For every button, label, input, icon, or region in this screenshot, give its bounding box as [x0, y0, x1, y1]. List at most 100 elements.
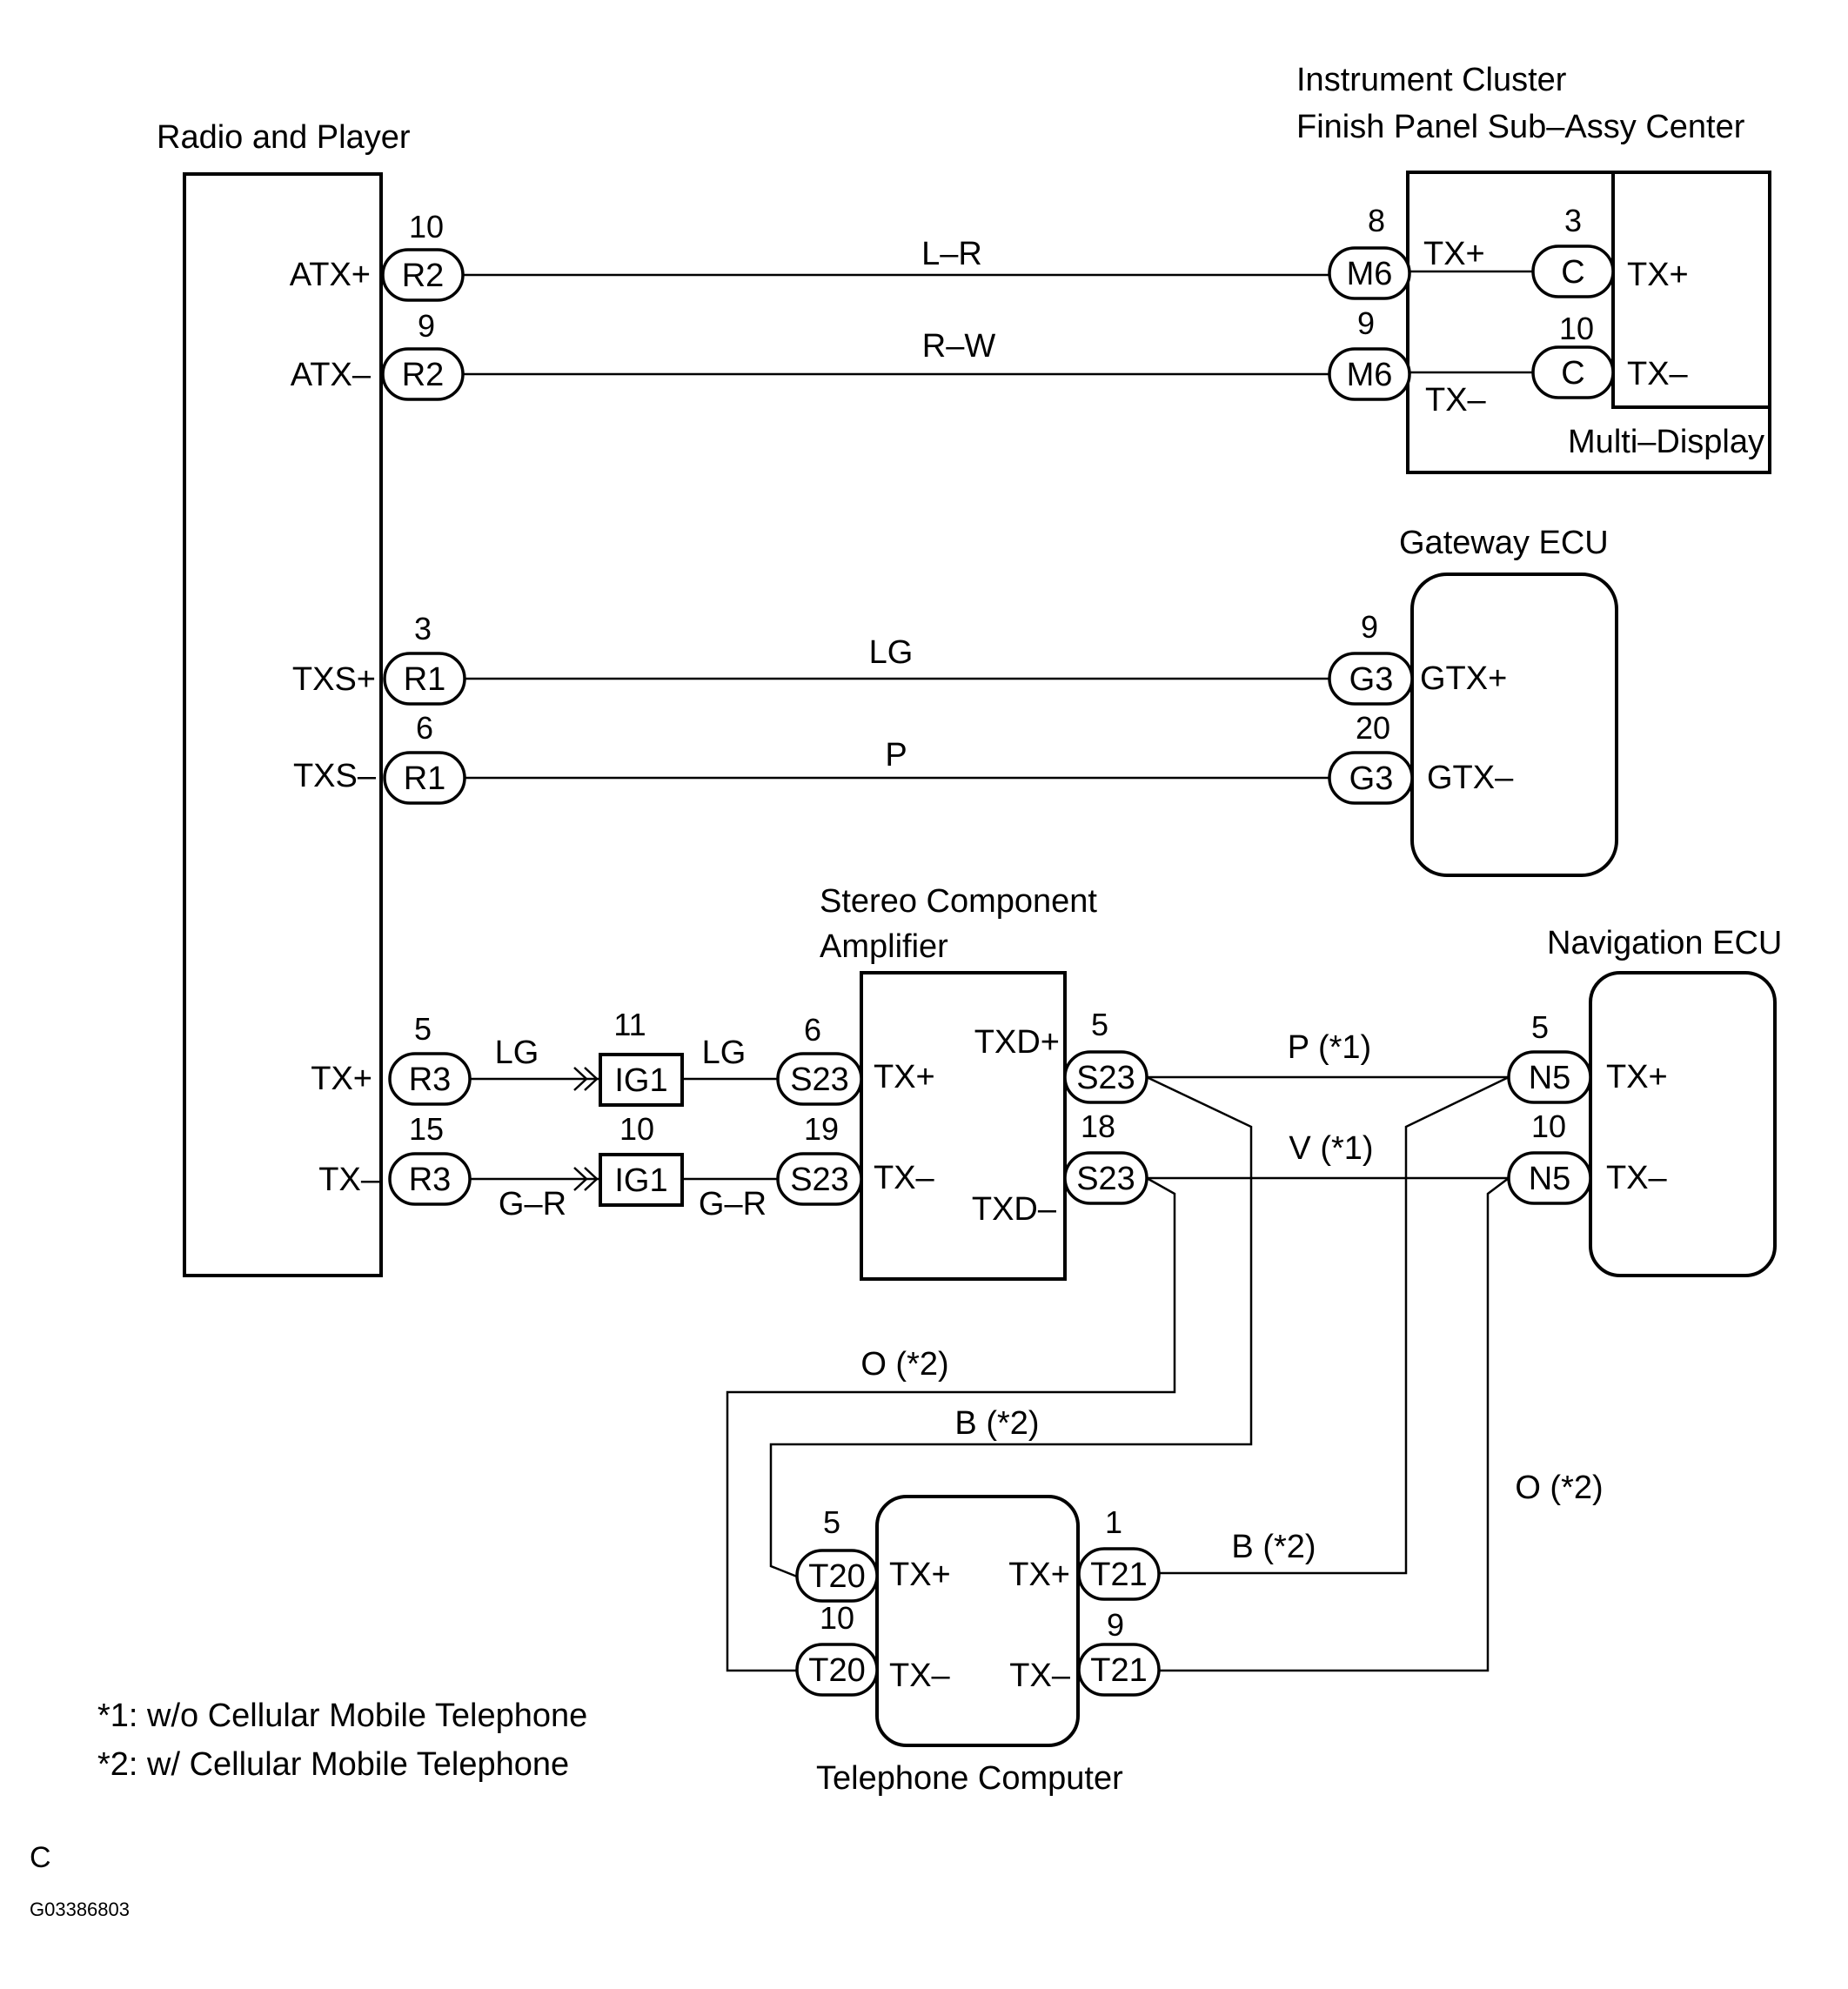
terminal-radio-tx-minus: TX–: [318, 1162, 380, 1198]
svg-text:T20: T20: [808, 1652, 865, 1689]
wire-label-tel-b-right: B (*2): [1231, 1529, 1316, 1565]
svg-text:R2: R2: [402, 357, 445, 393]
svg-text:S23: S23: [1076, 1161, 1135, 1197]
junction-arrow: [584, 1167, 599, 1191]
wire-label-atx-minus: R–W: [922, 328, 996, 365]
note-with-telephone: *2: w/ Cellular Mobile Telephone: [97, 1746, 569, 1783]
stereo-amplifier-box: [860, 971, 1067, 1281]
wire-tel-o-left: [726, 1176, 1176, 1672]
svg-text:M6: M6: [1347, 357, 1393, 393]
terminal-radio-tx-plus: TX+: [311, 1061, 372, 1097]
terminal-amp-tx-minus: TX–: [874, 1160, 935, 1196]
pin-number: 20: [1356, 710, 1390, 746]
terminal-tel-right-tx-minus: TX–: [1009, 1658, 1071, 1694]
svg-text:N5: N5: [1529, 1060, 1571, 1096]
connector-ig1-b: IG1 10: [599, 1111, 684, 1207]
svg-text:R3: R3: [409, 1061, 452, 1098]
connector-s23-la: S23 6: [776, 1012, 863, 1106]
svg-text:S23: S23: [790, 1061, 849, 1098]
figure-code: G03386803: [30, 1899, 130, 1920]
terminal-cluster-tx-minus: TX–: [1425, 382, 1487, 419]
wire-label-nav-minus: V (*1): [1289, 1130, 1373, 1167]
wire-label-tel-o-left: O (*2): [860, 1346, 948, 1383]
terminal-amp-tx-plus: TX+: [874, 1059, 935, 1095]
connector-t20-a: T20 5: [795, 1504, 879, 1603]
svg-text:T21: T21: [1090, 1652, 1147, 1689]
pin-number: 3: [1564, 203, 1582, 238]
svg-text:R3: R3: [409, 1162, 452, 1198]
terminal-nav-tx-minus: TX–: [1606, 1160, 1668, 1196]
svg-text:S23: S23: [790, 1162, 849, 1198]
terminal-txs-plus: TXS+: [292, 661, 376, 698]
connector-t21-a: T21 1: [1077, 1504, 1161, 1601]
connector-s23-lb: S23 19: [776, 1111, 863, 1206]
wire-label-nav-plus: P (*1): [1288, 1029, 1371, 1066]
pin-number: 9: [1107, 1607, 1124, 1643]
wires: [463, 270, 1533, 1672]
pin-number: 9: [418, 308, 435, 344]
wire-label-tel-b-left: B (*2): [954, 1405, 1039, 1442]
pin-number: 9: [1361, 609, 1378, 645]
svg-text:C: C: [1561, 355, 1584, 392]
junction-arrow: [573, 1067, 588, 1091]
connector-m6-b: M6 9: [1328, 305, 1411, 401]
connector-t20-b: T20 10: [795, 1600, 879, 1697]
terminal-cluster-tx-plus: TX+: [1423, 236, 1485, 272]
junction-arrow: [584, 1067, 599, 1091]
svg-text:IG1: IG1: [614, 1162, 667, 1199]
terminal-txd-minus: TXD–: [972, 1191, 1057, 1228]
terminal-txd-plus: TXD+: [974, 1024, 1060, 1061]
terminal-atx-minus: ATX–: [291, 357, 372, 393]
svg-text:C: C: [1561, 254, 1584, 291]
terminal-md-tx-plus: TX+: [1627, 257, 1689, 293]
stereo-component-title: Stereo Component: [820, 883, 1097, 920]
amplifier-title: Amplifier: [820, 928, 948, 965]
svg-text:R1: R1: [404, 760, 446, 797]
pin-number: 6: [416, 710, 433, 746]
finish-panel-title: Finish Panel Sub–Assy Center: [1296, 109, 1745, 145]
radio-and-player-title: Radio and Player: [157, 119, 411, 156]
pin-number: 8: [1368, 203, 1385, 238]
pin-number: 5: [823, 1504, 840, 1540]
connector-r1-b: R1 6: [383, 710, 466, 805]
pin-number: 19: [804, 1111, 839, 1147]
svg-text:S23: S23: [1076, 1060, 1135, 1096]
pin-number: 10: [820, 1600, 854, 1636]
pin-number: 1: [1105, 1504, 1122, 1540]
instrument-cluster-title: Instrument Cluster: [1296, 62, 1567, 98]
terminal-gtx-plus: GTX+: [1420, 660, 1507, 697]
svg-text:R2: R2: [402, 258, 445, 294]
svg-text:R1: R1: [404, 661, 446, 698]
connector-n5-a: N5 5: [1507, 1009, 1592, 1104]
pin-number: 10: [619, 1111, 654, 1147]
connector-r3-b: R3 15: [388, 1111, 472, 1206]
note-without-telephone: *1: w/o Cellular Mobile Telephone: [97, 1698, 587, 1734]
svg-text:T20: T20: [808, 1558, 865, 1595]
pin-number: 15: [409, 1111, 444, 1147]
wire-tel-b-right: [1157, 1075, 1510, 1575]
wire-tel-b-left: [769, 1075, 1253, 1578]
gateway-ecu-title: Gateway ECU: [1399, 525, 1609, 561]
connector-m6-a: M6 8: [1328, 203, 1411, 300]
terminal-nav-tx-plus: TX+: [1606, 1059, 1668, 1095]
connector-r3-a: R3 5: [388, 1011, 472, 1106]
telephone-computer-title: Telephone Computer: [816, 1760, 1123, 1797]
svg-text:M6: M6: [1347, 256, 1393, 292]
pin-number: 9: [1357, 305, 1375, 341]
telephone-computer-box: [875, 1495, 1080, 1747]
svg-text:G3: G3: [1349, 760, 1394, 797]
pin-number: 5: [414, 1011, 432, 1047]
pin-number: 10: [409, 209, 444, 244]
wire-label-tx-minus-a: G–R: [499, 1186, 566, 1222]
terminal-txs-minus: TXS–: [293, 758, 377, 794]
connector-c-a: C 3: [1531, 203, 1615, 298]
navigation-ecu-title: Navigation ECU: [1547, 925, 1782, 961]
terminal-tel-left-tx-plus: TX+: [889, 1557, 951, 1593]
wire-label-atx-plus: L–R: [921, 236, 982, 272]
terminal-md-tx-minus: TX–: [1627, 356, 1689, 392]
wire-label-txs-minus: P: [885, 737, 907, 774]
connector-r2-a: R2 10: [381, 209, 465, 302]
svg-text:IG1: IG1: [614, 1062, 667, 1099]
terminal-tel-right-tx-plus: TX+: [1008, 1557, 1070, 1593]
connector-c-b: C 10: [1531, 311, 1615, 399]
